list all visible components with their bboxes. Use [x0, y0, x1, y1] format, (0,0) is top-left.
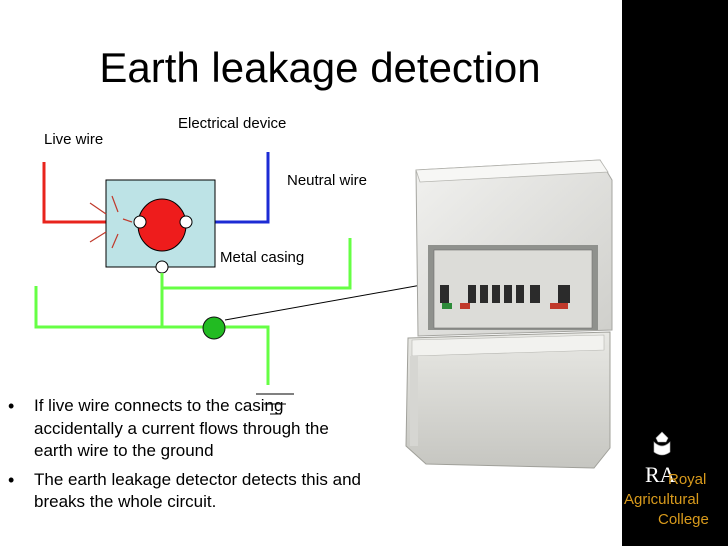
casing-terminal: [156, 261, 168, 273]
bullet-item-1: • If live wire connects to the casing ac…: [8, 395, 368, 463]
live-terminal: [134, 216, 146, 228]
bullet-text-1: If live wire connects to the casing acci…: [34, 396, 329, 460]
bullet-item-2: • The earth leakage detector detects thi…: [8, 469, 368, 514]
logo-text-agricultural: Agricultural: [624, 491, 699, 508]
bullet-text-2: The earth leakage detector detects this …: [34, 470, 361, 512]
neutral-terminal: [180, 216, 192, 228]
earth-leakage-detector: [203, 317, 225, 339]
bullet-dot: •: [8, 469, 14, 492]
logo-text-royal: Royal: [668, 471, 706, 488]
logo-text-college: College: [658, 511, 709, 528]
bullet-dot: •: [8, 395, 14, 418]
consumer-unit-image: [398, 150, 620, 470]
slide: Earth leakage detection Live wire Electr…: [0, 0, 622, 546]
bullet-list: • If live wire connects to the casing ac…: [8, 395, 368, 516]
college-logo: RA Royal Agricultural College: [622, 430, 728, 546]
